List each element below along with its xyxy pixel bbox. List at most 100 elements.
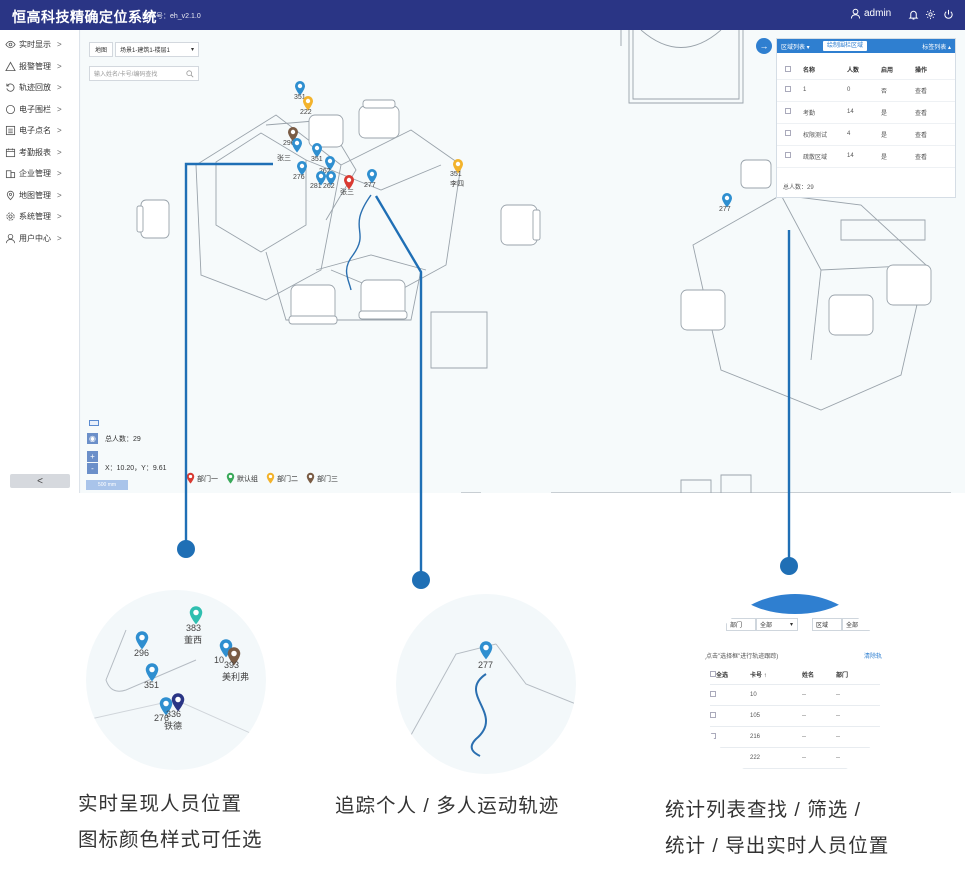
tab-tag-list[interactable]: 标签列表 ▴ bbox=[922, 45, 951, 51]
caret-down-icon: ▾ bbox=[790, 622, 794, 628]
view-link[interactable]: 查看 bbox=[915, 145, 955, 168]
column-header: 启用 bbox=[881, 61, 915, 80]
map-pin-icon[interactable] bbox=[170, 692, 186, 712]
map-pin-icon[interactable] bbox=[324, 155, 336, 171]
sidebar-item-alarm[interactable]: 报警管理> bbox=[0, 56, 79, 78]
map-pin-icon[interactable] bbox=[478, 640, 494, 660]
map-pin-icon[interactable] bbox=[296, 160, 308, 176]
zoom-out-button[interactable]: - bbox=[87, 463, 98, 474]
sidebar-item-rollcall[interactable]: 电子点名> bbox=[0, 120, 79, 142]
search-icon[interactable] bbox=[186, 70, 194, 80]
view-link[interactable]: 查看 bbox=[915, 123, 955, 146]
row-checkbox[interactable] bbox=[785, 130, 791, 136]
zoom-in-button[interactable]: + bbox=[87, 451, 98, 462]
sidebar-item-system[interactable]: 系统管理> bbox=[0, 206, 79, 228]
dept-select[interactable]: 全部 ▾ bbox=[756, 618, 798, 631]
map-pin-icon[interactable] bbox=[311, 142, 323, 158]
bell-icon[interactable] bbox=[907, 8, 919, 20]
map-select[interactable]: 场景1-建筑1-楼层1▾ bbox=[115, 42, 199, 57]
view-link[interactable]: 查看 bbox=[915, 101, 955, 124]
draw-fence-button[interactable]: 绘制围栏区域 bbox=[823, 41, 868, 51]
gear-icon[interactable] bbox=[924, 8, 936, 20]
select-all-checkbox[interactable] bbox=[785, 65, 791, 72]
caption-line: 追踪个人 / 多人运动轨迹 bbox=[335, 795, 560, 817]
map-pin-icon[interactable] bbox=[721, 192, 733, 208]
sidebar-item-label: 电子围栏 bbox=[19, 104, 51, 114]
legend-item[interactable]: 部门一 bbox=[186, 472, 218, 486]
zoom-view-list: 部门 全部▾ 区域 全部 (点击"选择框"进行轨迹跟踪) 清除轨 全选 卡号 ↑… bbox=[700, 594, 890, 784]
map-pin-icon[interactable] bbox=[144, 662, 160, 682]
chevron-right-icon: > bbox=[57, 169, 62, 179]
legend-label: 默认组 bbox=[237, 476, 258, 483]
area-name: 疏散区域 bbox=[803, 145, 847, 168]
map-pin-icon[interactable] bbox=[291, 137, 303, 153]
tag-label: 222 bbox=[300, 109, 312, 116]
sidebar-item-replay[interactable]: 轨迹回放> bbox=[0, 77, 79, 99]
area-select[interactable]: 全部 bbox=[842, 618, 882, 631]
tag-name-label: 美利弗 bbox=[222, 672, 250, 682]
row-checkbox[interactable] bbox=[785, 152, 791, 158]
tag-label: 351 bbox=[144, 680, 160, 690]
sidebar-item-map[interactable]: 地图管理> bbox=[0, 185, 79, 207]
map-pin-icon[interactable] bbox=[287, 126, 299, 142]
person-name: -- bbox=[802, 747, 836, 769]
view-link[interactable]: 查看 bbox=[915, 79, 955, 102]
tag-label: 277 bbox=[478, 660, 494, 670]
sidebar-item-enterprise[interactable]: 企业管理> bbox=[0, 163, 79, 185]
map-search-placeholder: 输入姓名/卡号/编码查找 bbox=[94, 72, 158, 78]
map-pin-icon[interactable] bbox=[294, 80, 306, 96]
tag-label: 262 bbox=[319, 168, 331, 175]
tag-label: 张三 bbox=[277, 155, 291, 162]
map-pin-icon[interactable] bbox=[315, 170, 327, 186]
sidebar-item-user-center[interactable]: 用户中心> bbox=[0, 228, 79, 250]
panel-toggle-icon[interactable]: → bbox=[756, 38, 772, 54]
row-checkbox[interactable] bbox=[710, 711, 716, 718]
sidebar-item-fence[interactable]: 电子围栏> bbox=[0, 99, 79, 121]
locate-button[interactable]: ◉ bbox=[87, 433, 98, 444]
tag-label: 351 bbox=[450, 171, 462, 178]
table-row: 10---- bbox=[710, 684, 880, 706]
track-hint: (点击"选择框"进行轨迹跟踪) bbox=[704, 654, 779, 660]
power-icon[interactable] bbox=[942, 8, 954, 20]
map-pin-icon[interactable] bbox=[226, 646, 242, 666]
select-all-checkbox[interactable] bbox=[710, 671, 716, 678]
row-checkbox[interactable] bbox=[710, 732, 716, 739]
dept-label: 部门 bbox=[726, 618, 756, 631]
row-checkbox[interactable] bbox=[785, 108, 791, 114]
legend-item[interactable]: 默认组 bbox=[226, 472, 258, 486]
map-pin-icon[interactable] bbox=[366, 168, 378, 184]
map-search-input[interactable]: 输入姓名/卡号/编码查找 bbox=[89, 66, 199, 81]
map-pin-icon[interactable] bbox=[343, 174, 355, 190]
ruler-icon[interactable] bbox=[89, 420, 99, 426]
map-select-value: 场景1-建筑1-楼层1 bbox=[120, 48, 171, 54]
clear-track-link[interactable]: 清除轨 bbox=[863, 654, 882, 660]
map-pin-icon[interactable] bbox=[302, 95, 314, 111]
map-pin-icon[interactable] bbox=[158, 696, 174, 716]
map-pin-icon[interactable] bbox=[452, 158, 464, 174]
sidebar-item-realtime[interactable]: 实时显示> bbox=[0, 34, 79, 56]
row-checkbox[interactable] bbox=[710, 690, 716, 697]
legend-item[interactable]: 部门三 bbox=[306, 472, 338, 486]
map-pin-icon[interactable] bbox=[188, 605, 204, 625]
floor-plan bbox=[136, 30, 951, 493]
chevron-right-icon: > bbox=[57, 147, 62, 157]
person-name: -- bbox=[802, 684, 836, 706]
user-menu[interactable]: admin bbox=[850, 8, 891, 19]
tag-label: 277 bbox=[364, 182, 376, 189]
area-count: 0 bbox=[847, 79, 881, 102]
area-select-value: 全部 bbox=[846, 623, 859, 629]
column-header[interactable]: 卡号 ↑ bbox=[750, 666, 802, 685]
dept-select-value: 全部 bbox=[760, 623, 773, 629]
map-pin-icon[interactable] bbox=[325, 170, 337, 186]
map-pin-icon[interactable] bbox=[134, 630, 150, 650]
tab-area-list[interactable]: 区域列表 ▾ bbox=[781, 45, 810, 51]
sidebar-item-attendance[interactable]: 考勤报表> bbox=[0, 142, 79, 164]
row-checkbox[interactable] bbox=[785, 86, 791, 92]
legend-item[interactable]: 部门二 bbox=[266, 472, 298, 486]
sidebar-collapse-button[interactable]: < bbox=[10, 474, 70, 488]
area-count: 14 bbox=[847, 145, 881, 168]
sidebar-item-label: 报警管理 bbox=[19, 61, 51, 71]
